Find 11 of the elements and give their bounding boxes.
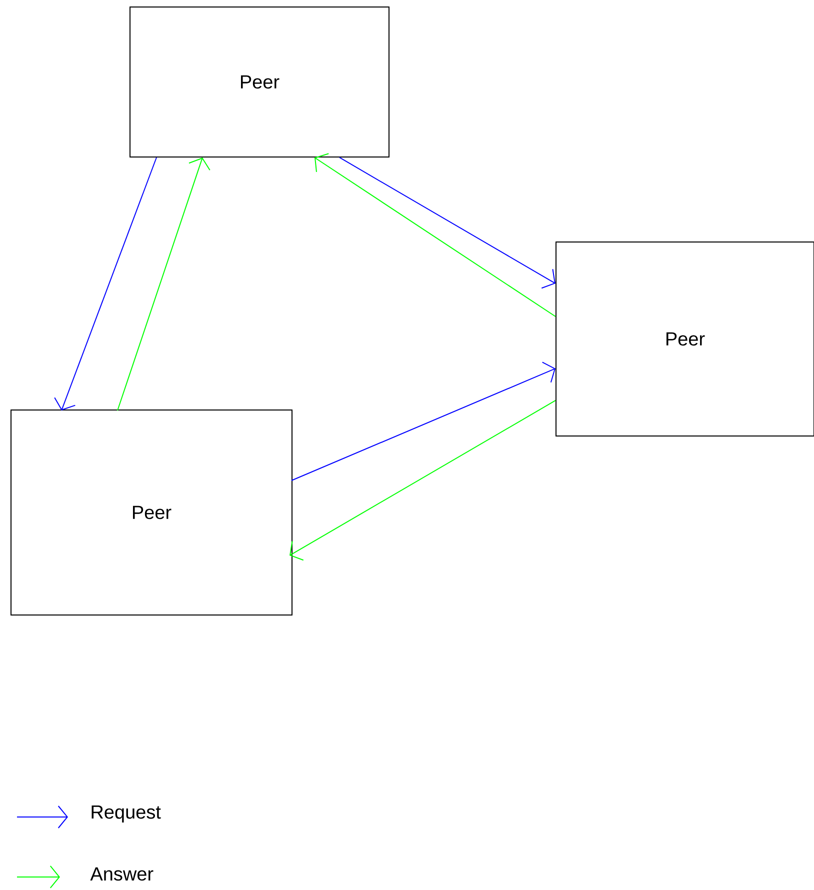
legend-label: Answer [90, 867, 154, 881]
arrow [291, 362, 556, 481]
peer-box: Peer [10, 410, 292, 616]
arrow [117, 157, 210, 411]
peer-box: Peer [130, 6, 390, 158]
legend-label: Request [92, 806, 161, 822]
arrow [339, 157, 556, 289]
arrow [314, 153, 556, 317]
peer-box: Peer [556, 242, 814, 436]
arrow [54, 157, 157, 410]
arrow [290, 400, 556, 561]
